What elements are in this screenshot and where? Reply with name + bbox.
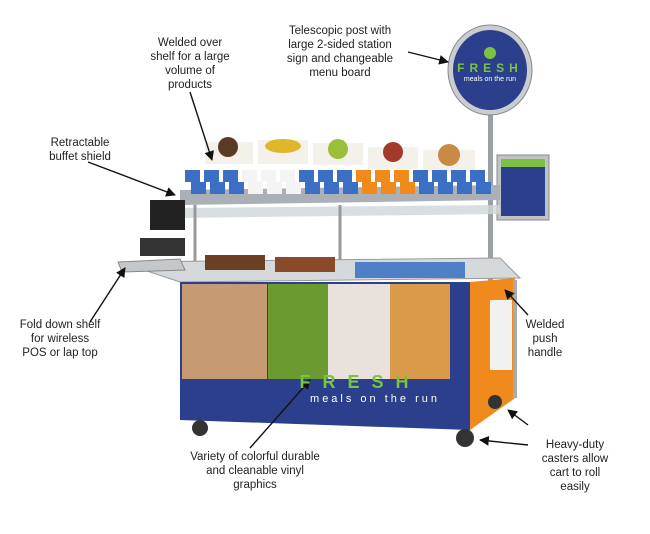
callout-post: Telescopic post with large 2-sided statio… [270,24,410,80]
callout-line: POS or lap top [22,347,98,359]
products [205,137,475,172]
cup [356,170,371,182]
callout-line: volume of [165,65,215,77]
cup [362,182,377,194]
cup [381,182,396,194]
cup [248,182,263,194]
cup [229,182,244,194]
callout-line: Heavy-duty [545,439,605,451]
callout-line: products [167,79,213,91]
cup [185,170,200,182]
cup [375,170,390,182]
cup [210,182,225,194]
panel-brand: FRESH [299,372,421,392]
callout-line: large 2-sided station [288,39,392,51]
apple-icon [484,47,496,59]
photo-people [182,284,267,379]
cup [394,170,409,182]
callout-line: Retractable [50,137,110,149]
callout-line: handle [527,347,563,359]
callout-line: Fold down shelf [19,319,101,331]
cup [419,182,434,194]
callout-shelf: Welded over shelf for a large volume of pro… [130,36,250,92]
callout-graphics: Variety of colorful durable and cleanable… [170,450,340,492]
cup [343,182,358,194]
callout-line: shelf for a large [150,51,230,63]
callout-line: casters allow [541,453,609,465]
cup [324,182,339,194]
cup [305,182,320,194]
cup [432,170,447,182]
cup [204,170,219,182]
cup [286,182,301,194]
pos-terminal [140,200,185,256]
cup [451,170,466,182]
station-sign [453,30,527,110]
cup [261,170,276,182]
cup [280,170,295,182]
callout-line: Variety of colorful durable [190,451,320,463]
cups [185,170,491,194]
callout-line: and cleanable vinyl [206,465,304,477]
callout-line: Telescopic post with [288,25,392,37]
cup [438,182,453,194]
cup [476,182,491,194]
callout-line: buffet shield [49,151,111,163]
sign-tagline: meals on the run [463,76,517,83]
callout-line: easily [560,481,590,493]
callout-line: for wireless [30,333,90,345]
callout-line: menu board [309,67,371,79]
callout-line: push [532,333,558,345]
cup [299,170,314,182]
callout-line: Welded [525,319,565,331]
callout-line: cart to roll [549,467,601,479]
buffet-shield [175,205,500,218]
fold-down-shelf [117,258,186,273]
cup [400,182,415,194]
callout-casters: Heavy-duty casters allow cart to roll easil… [530,438,620,494]
cup [413,170,428,182]
callout-line: sign and changeable [286,53,394,65]
food-pans [205,255,465,278]
cup [223,170,238,182]
cup [457,182,472,194]
callout-shield: Retractable buffet shield [30,136,130,164]
callout-line: Welded over [157,37,223,49]
cup [470,170,485,182]
sign-brand: FRESH [457,61,523,75]
cup [267,182,282,194]
cup [318,170,333,182]
panel-tagline: meals on the run [310,393,440,405]
callout-line: graphics [233,479,277,491]
callout-arrows [87,51,529,449]
callout-handle: Welded push handle [515,318,575,360]
casters [192,395,502,447]
cup [242,170,257,182]
cup [191,182,206,194]
cup [337,170,352,182]
